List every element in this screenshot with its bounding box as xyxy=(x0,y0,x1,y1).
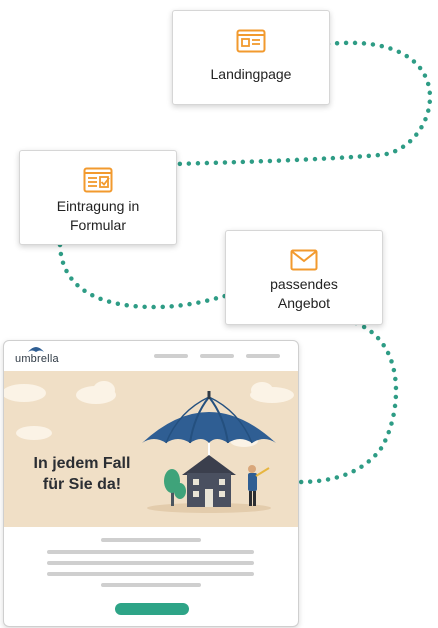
mockup-header: umbrella xyxy=(4,341,298,371)
nav-placeholder-2[interactable] xyxy=(200,354,234,358)
connector-form-to-offer xyxy=(57,242,228,310)
step-label-formular: Eintragung in Formular xyxy=(20,197,176,235)
hero-banner: In jedem Fall für Sie da! xyxy=(4,371,298,527)
hero-headline-line1: In jedem Fall xyxy=(33,455,131,472)
step-label-angebot: passendes Angebot xyxy=(226,275,382,313)
step-label-landingpage: Landingpage xyxy=(210,66,292,82)
nav-placeholder-1[interactable] xyxy=(154,354,188,358)
hero-headline-line2: für Sie da! xyxy=(42,476,122,493)
mail-icon xyxy=(290,249,318,271)
step-card-landingpage: Landingpage xyxy=(172,10,330,105)
step-card-angebot: passendes Angebot xyxy=(225,230,383,325)
connector-offer-to-mockup xyxy=(295,320,399,485)
text-placeholder-line xyxy=(47,572,254,576)
hero-headline: In jedem Fall für Sie da! xyxy=(17,453,147,495)
step-label-formular-line1: Eintragung in xyxy=(56,198,140,214)
umbrella-logo-icon xyxy=(28,347,44,352)
text-placeholder-line xyxy=(47,550,254,554)
step-label-angebot-line2: Angebot xyxy=(277,295,331,311)
nav-placeholder-3[interactable] xyxy=(246,354,280,358)
step-label-formular-line2: Formular xyxy=(69,217,126,233)
website-mockup: umbrella xyxy=(3,340,299,627)
step-card-formular: Eintragung in Formular xyxy=(19,150,177,245)
text-placeholder-line xyxy=(47,561,254,565)
text-placeholder-line xyxy=(101,583,201,587)
form-icon xyxy=(83,167,113,193)
logo-text: umbrella xyxy=(15,353,59,365)
umbrella-house-illustration xyxy=(142,391,276,513)
landing-page-icon xyxy=(236,29,266,53)
step-label-angebot-line1: passendes xyxy=(270,276,338,292)
cta-button[interactable] xyxy=(115,603,189,615)
text-placeholder-line xyxy=(101,538,201,542)
